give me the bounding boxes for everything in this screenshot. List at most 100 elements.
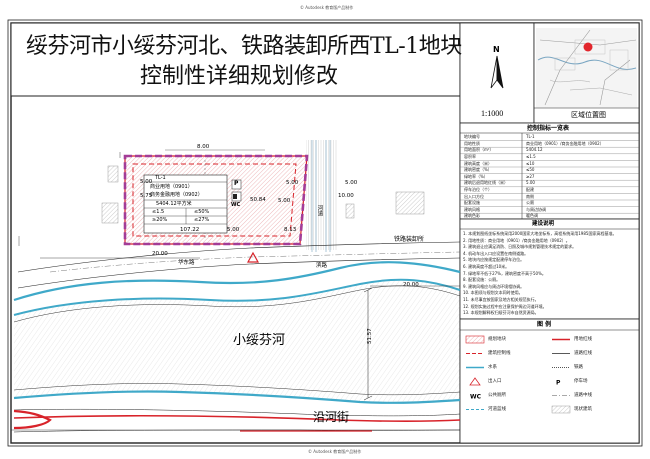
entrance-triangle-icon — [246, 251, 260, 263]
note-line: 5. 地块内应按规定配建停车泊位。 — [463, 257, 525, 263]
table-row-value: ≤50 — [526, 167, 535, 173]
table-row-value: 5.00 — [526, 180, 535, 186]
table-row-label: 建筑密度（%） — [464, 167, 492, 173]
scale-label: 1:1000 — [481, 109, 504, 118]
dim-left2: 5.75 — [140, 193, 153, 199]
legend-symbol: P — [556, 380, 561, 387]
note-line: 4. 机动车出入口应设置在南侧道路。 — [463, 250, 529, 256]
label-river-main: 小绥芬河 — [233, 333, 286, 348]
south-redline — [13, 409, 52, 430]
table-row-value: ≤10 — [526, 160, 535, 166]
table-row-value: 5404.12 — [526, 147, 543, 153]
existing-building — [345, 203, 355, 219]
north-arrow-icon — [490, 55, 504, 89]
site-marker-icon — [583, 42, 593, 52]
table-row-label: 建筑高度（米） — [464, 160, 492, 166]
building-setback-line — [132, 163, 297, 237]
parcel-coverage: ≤50% — [194, 209, 210, 215]
footer-note: © Autodesk 教育版产品制作 — [308, 449, 362, 454]
table-row-value: 商业用地（0901）/商务金融用地（0902） — [526, 140, 604, 146]
dim-road-width-right: 20.00 — [403, 282, 419, 288]
legend-item-label: 出入口 — [488, 378, 502, 384]
legend-item-label: 河道蓝线 — [488, 406, 506, 412]
dim-road-width: 20.00 — [152, 251, 168, 257]
location-map — [536, 28, 637, 108]
table-row-label: 出入口方位 — [464, 193, 484, 199]
note-line: 11. 未尽事宜按国家及地方相关规范执行。 — [463, 297, 539, 302]
dim-right3: 8.13 — [284, 227, 297, 233]
label-street-south: 沿河街 — [313, 410, 350, 424]
table-row-value: 与周边协调 — [526, 206, 546, 212]
table-row-label: 容积率 — [464, 154, 476, 159]
note-line: 6. 建筑高度不超过10米。 — [463, 264, 510, 269]
table-row-label: 停车泊位（个） — [464, 187, 492, 192]
note-line: 8. 配套设施：公厕。 — [463, 277, 501, 283]
dim-right-outer2: 10.00 — [338, 193, 354, 199]
legend-item-label: 水系 — [488, 364, 497, 370]
legend-symbol — [469, 377, 481, 386]
existing-building-rail-station — [395, 191, 425, 215]
existing-building — [107, 165, 119, 183]
table-row-value: 暖色调 — [526, 213, 538, 219]
table-row-value: 南侧 — [526, 193, 534, 199]
dim-bottom-mid: 5.00 — [227, 227, 240, 233]
map-title-line1: 绥芬河市小绥芬河北、铁路装卸所西TL-1地块 — [26, 34, 462, 59]
table-row-label: 建筑风格 — [464, 206, 480, 212]
dim-left1: 5.00 — [140, 179, 153, 185]
table-row-label: 用地面积（m²） — [464, 147, 494, 153]
label-road-bridge: 滨路 — [316, 263, 328, 269]
note-line: 1. 本规划图纸坐标系统采用2000国家大地坐标系，高程系统采用1985国家高程… — [463, 231, 617, 236]
wc-icon-label: WC — [231, 202, 241, 208]
dim-bottom-left: 107.22 — [180, 227, 200, 233]
parking-icon-label: P — [234, 180, 239, 187]
parcel-info-box — [143, 174, 228, 234]
map-title-line2: 控制性详细规划修改 — [140, 64, 339, 89]
legend-item-label: 停车场 — [574, 378, 588, 384]
legend-item-label: 规划地块 — [488, 336, 506, 342]
label-river-small: 河道 — [316, 205, 323, 216]
parcel-use1: 商业用地（0901） — [150, 184, 193, 190]
parcel-area: 5404.12平方米 — [156, 201, 192, 207]
note-line: 2. 用地性质：商业用地（0901）/商务金融用地（0902）。 — [463, 237, 570, 243]
note-line: 9. 建筑风格应与周边环境相协调。 — [463, 283, 525, 289]
table-row-value: TL-1 — [526, 134, 535, 140]
header-note: © Autodesk 教育版产品制作 — [300, 5, 354, 10]
table-row-value: 公厕 — [526, 200, 534, 206]
notes-title: 建设说明 — [532, 221, 555, 227]
parcel-height: ≥20% — [152, 217, 168, 223]
rail-corridor — [306, 140, 338, 250]
existing-building — [101, 202, 119, 224]
legend-symbol — [551, 405, 571, 414]
parcel-id: TL-1 — [155, 175, 166, 181]
legend-symbol — [465, 335, 485, 344]
dim-right1: 5.00 — [286, 180, 299, 186]
legend-item-label: 公共厕所 — [488, 392, 506, 398]
table-row-value: ≥27 — [526, 173, 535, 179]
table-row-label: 地块编号 — [464, 134, 480, 140]
control-table-title: 控制指标一览表 — [527, 125, 570, 132]
dim-top: 8.00 — [197, 144, 210, 150]
legend-item-label: 铁路 — [574, 364, 583, 370]
note-line: 13. 本规划解释权归绥芬河市自然资源局。 — [463, 310, 539, 316]
table-row-value: ≤1.5 — [526, 154, 536, 159]
location-caption: 区域位置图 — [571, 111, 606, 119]
legend-symbol: WC — [470, 394, 482, 401]
legend-item-label: 建筑控制线 — [488, 350, 511, 356]
dim-right2: 5.00 — [278, 198, 291, 204]
label-rail-station: 铁路装卸所 — [394, 236, 425, 243]
parking-icon — [231, 179, 242, 190]
parcel-use2: 商务金融用地（0902） — [150, 192, 203, 198]
table-row-label: 用地性质 — [464, 140, 480, 146]
dim-center: 50.84 — [250, 197, 266, 203]
river-north-bank — [13, 261, 461, 302]
legend-item-label: 道路红线 — [574, 350, 592, 356]
note-line: 7. 绿地率不低于27%，建筑密度不高于50%。 — [463, 270, 546, 276]
legend-item-label: 用地红线 — [574, 336, 592, 342]
label-road-north: 华东路 — [178, 260, 195, 266]
legend-title: 图 例 — [537, 321, 552, 328]
legend-item-label: 现状建筑 — [574, 406, 592, 412]
note-line: 12. 规划实施过程中应注意保护周边河道环境。 — [463, 303, 547, 309]
note-line: 3. 建筑退让应满足消防、日照及城市规划管理技术规定的要求。 — [463, 244, 577, 250]
parcel-boundary-dashed — [123, 154, 309, 246]
